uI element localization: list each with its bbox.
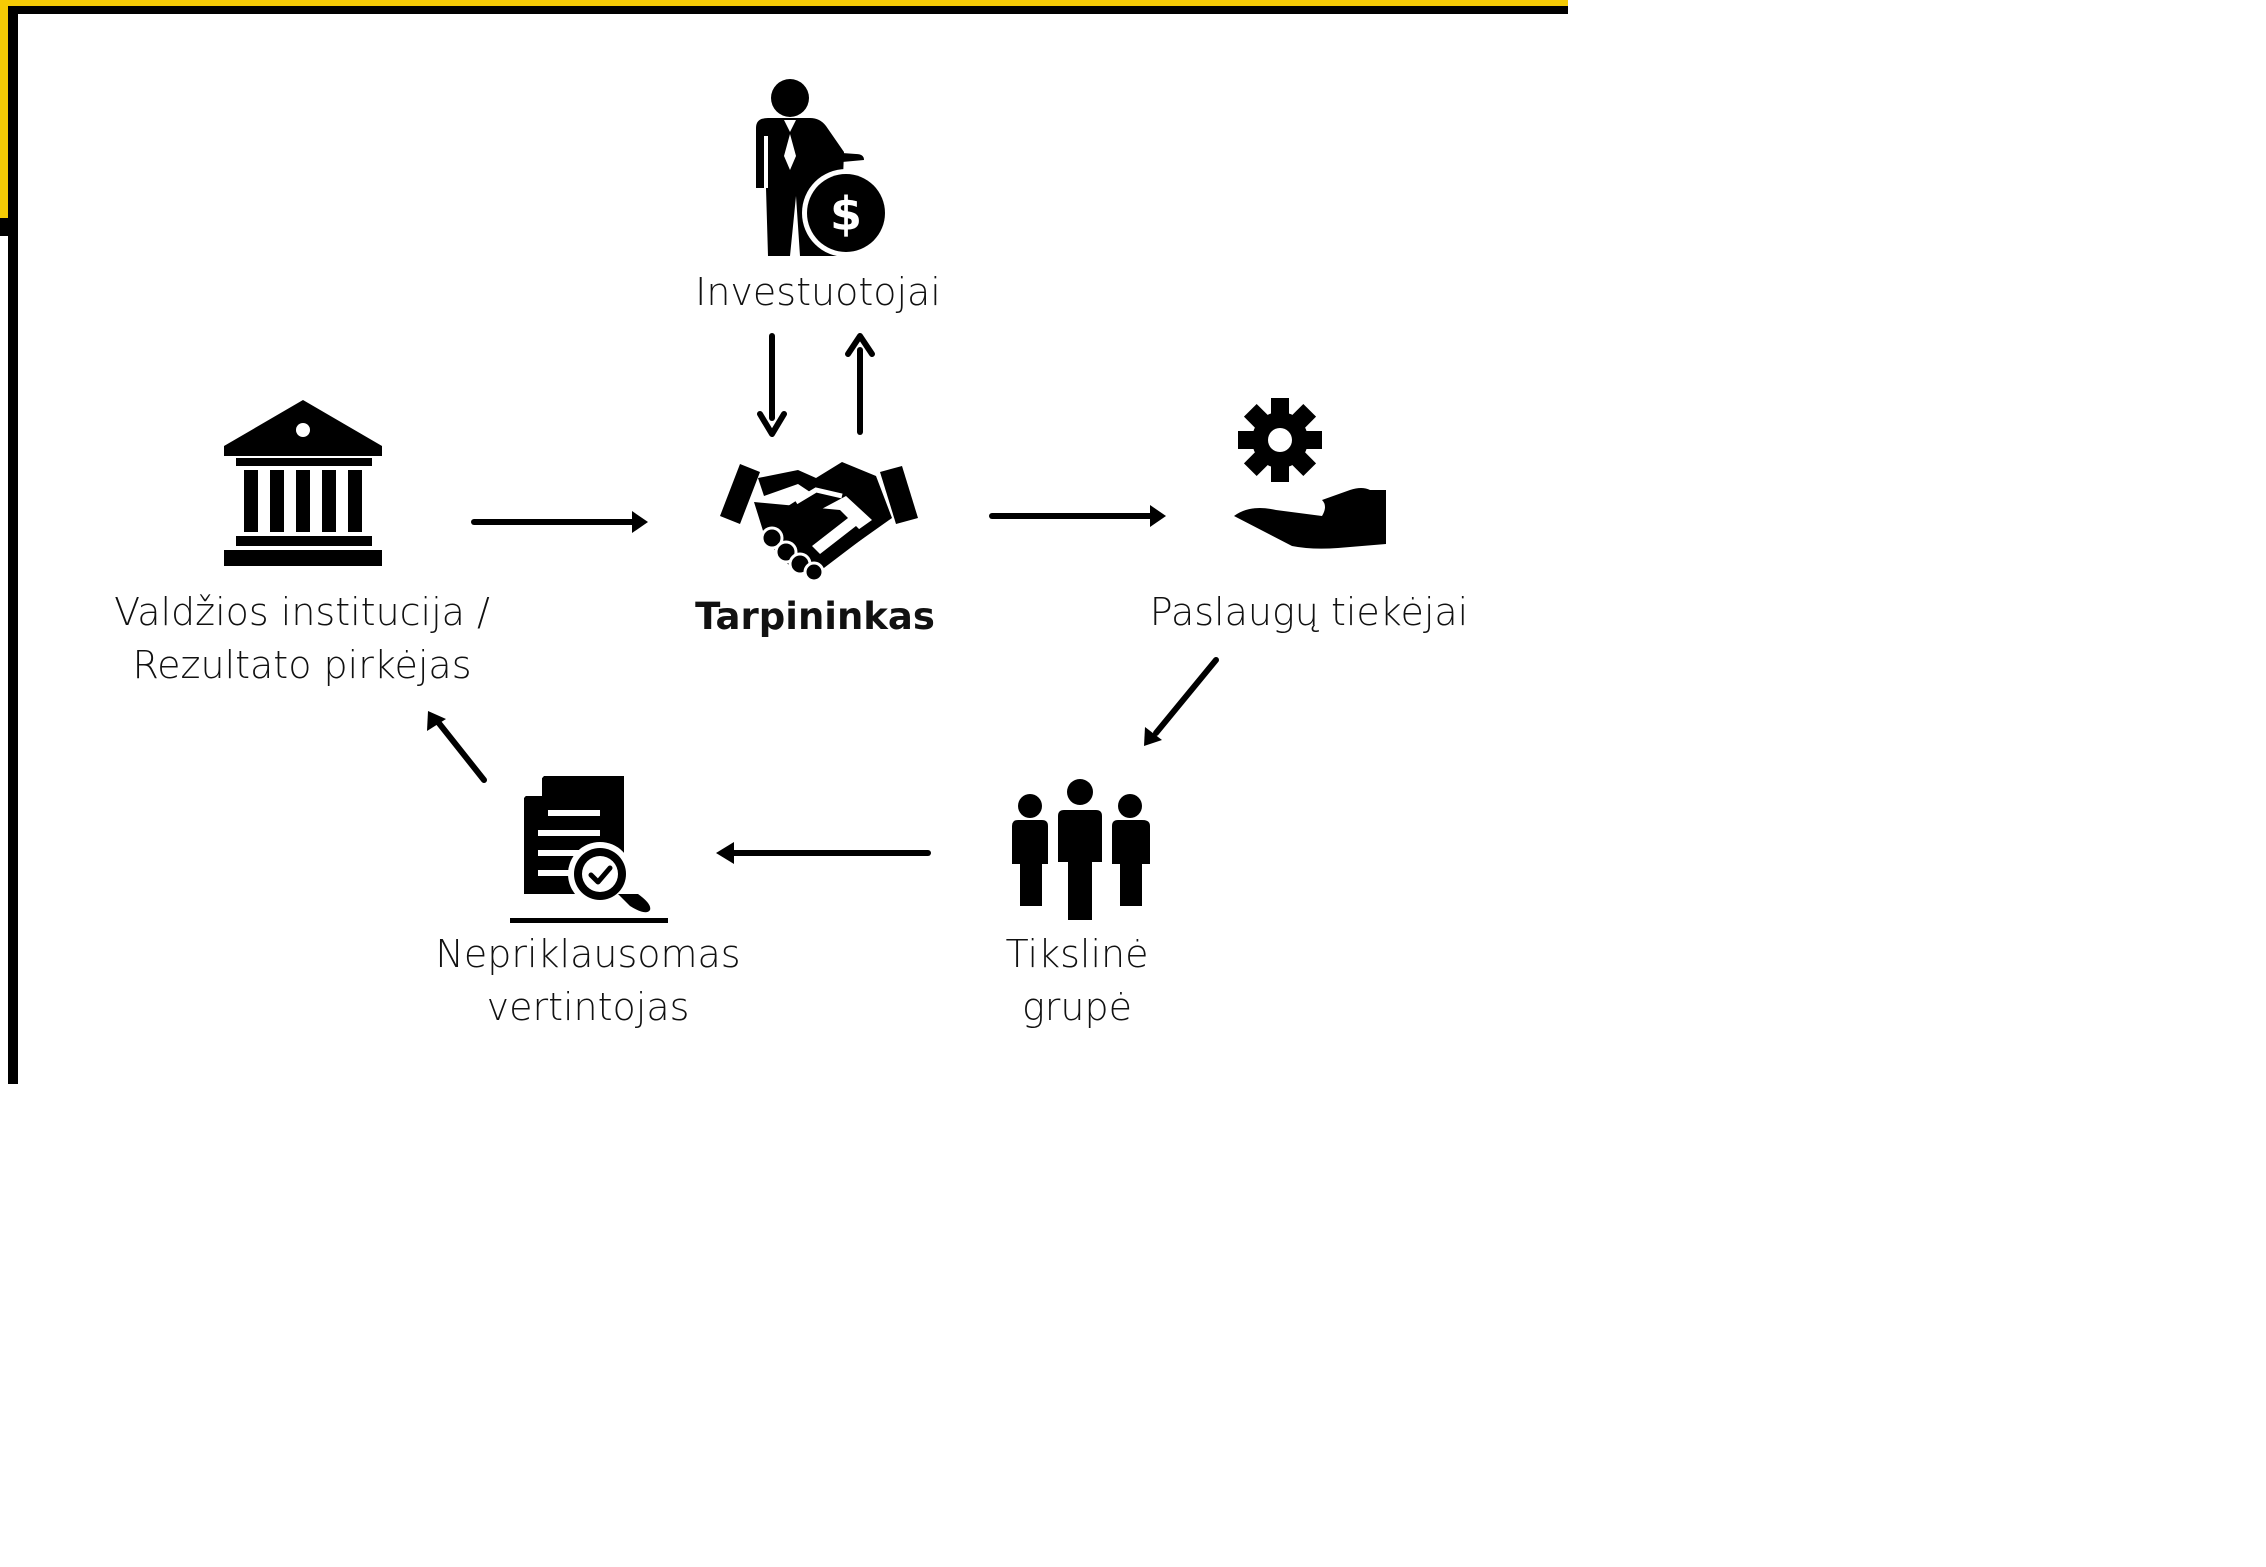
node-label-government: Valdžios institucija / Rezultato pirkėja… [114, 586, 490, 692]
node-label-evaluator-line2: vertintojas [486, 985, 690, 1029]
arrow-evaluator-to-government [435, 719, 487, 783]
handshake-icon [720, 462, 918, 583]
node-label-government-line1: Valdžios institucija / [114, 590, 490, 634]
node-label-intermediary: Tarpininkas [695, 595, 935, 638]
arrowhead [632, 511, 648, 533]
node-label-government-line2: Rezultato pirkėjas [132, 643, 472, 687]
frame-border-top [8, 6, 1568, 14]
arrow-providers-to-target [1153, 657, 1219, 736]
service-hand-gear-icon [1234, 398, 1386, 549]
arrowhead [716, 842, 734, 864]
node-label-evaluator: Nepriklausomas vertintojas [435, 928, 740, 1034]
arrowhead [1150, 505, 1166, 527]
arrowhead [757, 411, 787, 437]
node-label-investors: Investuotojai [695, 270, 941, 314]
node-label-target-group: Tikslinė grupė [1006, 928, 1149, 1034]
document-check-icon [510, 776, 668, 923]
people-group-icon [1012, 777, 1150, 924]
frame-tab-left [0, 218, 18, 236]
arrowhead [427, 711, 446, 731]
node-label-service-providers: Paslaugų tiekėjai [1149, 590, 1469, 634]
frame-and-arrows [0, 0, 1568, 1084]
node-label-target-group-line2: grupė [1021, 985, 1133, 1029]
svg-text:$: $ [830, 187, 862, 241]
arrowhead [845, 333, 875, 357]
node-label-target-group-line1: Tikslinė [1005, 932, 1149, 976]
diagram-canvas: $ Investuotojai Tarpininkas Valdžios ins… [0, 0, 1568, 1084]
arrowhead [1144, 727, 1162, 746]
frame-border-left [8, 6, 18, 1084]
investor-money-icon: $ [756, 79, 890, 257]
node-label-evaluator-line1: Nepriklausomas [435, 932, 741, 976]
government-building-icon [224, 400, 382, 566]
